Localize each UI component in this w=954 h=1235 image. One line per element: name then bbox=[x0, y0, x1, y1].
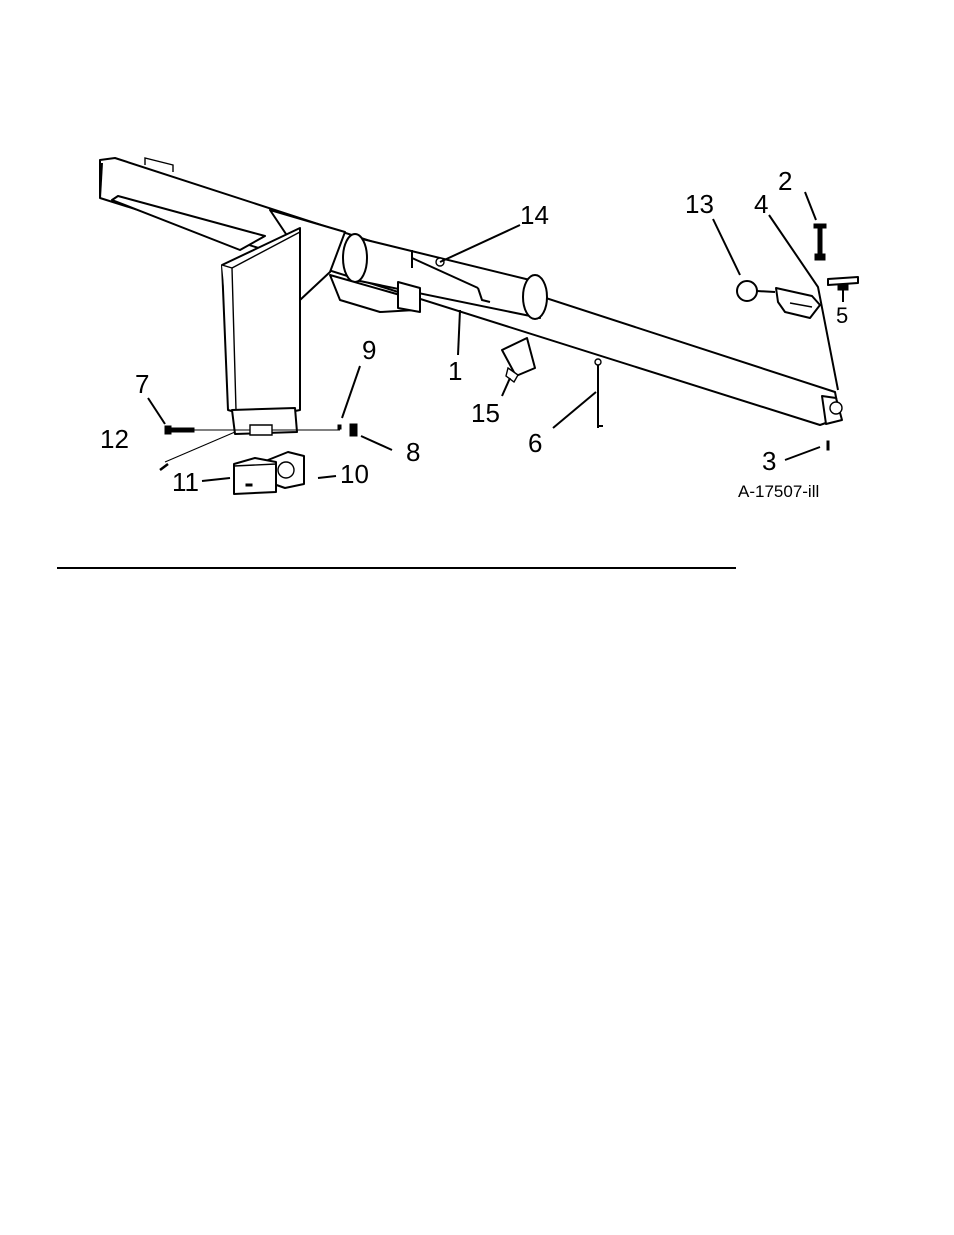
callout-15: 15 bbox=[471, 398, 500, 428]
clevis-part-4 bbox=[776, 288, 820, 318]
callout-5: 5 bbox=[836, 303, 848, 328]
callout-11: 11 bbox=[172, 467, 199, 497]
block-part-11 bbox=[234, 458, 276, 494]
callout-3: 3 bbox=[762, 446, 776, 476]
callout-7: 7 bbox=[135, 369, 149, 399]
callout-9: 9 bbox=[362, 335, 376, 365]
exploded-parts-diagram: 1 2 3 4 5 6 7 8 9 10 11 12 13 14 15 A-17… bbox=[0, 0, 954, 600]
plate-part-5 bbox=[828, 277, 858, 290]
section-divider-rule bbox=[57, 567, 736, 569]
nut-part-8 bbox=[350, 424, 357, 436]
knob-part-13 bbox=[737, 281, 775, 301]
rod-part-6 bbox=[595, 359, 603, 428]
main-frame bbox=[100, 158, 842, 435]
callout-12: 12 bbox=[100, 424, 129, 454]
bracket-part-15 bbox=[502, 338, 535, 382]
bolt-part-2 bbox=[814, 224, 826, 260]
callout-2: 2 bbox=[778, 166, 792, 196]
callout-10: 10 bbox=[340, 459, 369, 489]
pin-part-3 bbox=[827, 441, 829, 450]
callout-8: 8 bbox=[406, 437, 420, 467]
callout-1: 1 bbox=[448, 356, 462, 386]
callout-14: 14 bbox=[520, 200, 549, 230]
callout-6: 6 bbox=[528, 428, 542, 458]
callout-13: 13 bbox=[685, 189, 714, 219]
reference-id: A-17507-ill bbox=[738, 482, 819, 501]
callout-4: 4 bbox=[754, 189, 768, 219]
